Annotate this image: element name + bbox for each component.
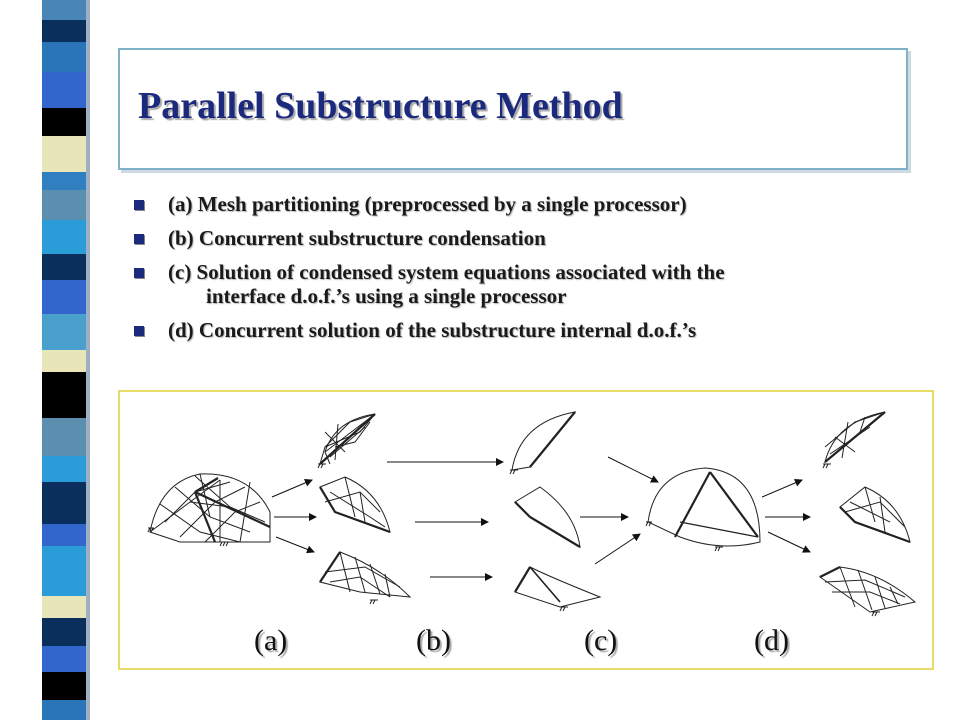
- bullet-item-c: (c) Solution of condensed system equatio…: [128, 260, 918, 308]
- submesh-top: [319, 413, 376, 465]
- substructure-diagram: [147, 411, 917, 617]
- bullet-item-d: (d) Concurrent solution of the substruct…: [128, 318, 918, 342]
- bullet-item-a: (a) Mesh partitioning (preprocessed by a…: [128, 192, 918, 216]
- bullet-item-b: (b) Concurrent substructure condensation: [128, 226, 918, 250]
- interface-system: [647, 467, 761, 547]
- condensed-bottom: [514, 566, 602, 608]
- diagram-box: (a) (b) (c) (d): [118, 390, 934, 670]
- bullet-square-icon: [134, 200, 144, 210]
- bullet-square-icon: [134, 234, 144, 244]
- solved-middle: [839, 486, 911, 544]
- bullet-text-continuation: interface d.o.f.’s using a single proces…: [206, 284, 567, 308]
- submesh-middle: [319, 476, 391, 534]
- condensed-top: [511, 411, 577, 471]
- arrows-c-to-d: [761, 479, 811, 553]
- solved-bottom: [819, 566, 917, 613]
- title-box: Parallel Substructure Method: [118, 48, 908, 170]
- bullet-text: (d) Concurrent solution of the substruct…: [168, 318, 697, 342]
- page-title: Parallel Substructure Method: [138, 85, 623, 127]
- condensed-middle: [514, 486, 581, 548]
- bullet-text: (a) Mesh partitioning (preprocessed by a…: [168, 192, 687, 216]
- support-marks: [147, 463, 880, 617]
- bullet-list: (a) Mesh partitioning (preprocessed by a…: [128, 192, 918, 352]
- bullet-text: (b) Concurrent substructure condensation: [168, 226, 546, 250]
- full-mesh: [149, 473, 271, 543]
- arrows-a-to-b: [271, 479, 317, 554]
- bullet-square-icon: [134, 326, 144, 336]
- solved-top: [824, 411, 886, 464]
- bullet-text: (c) Solution of condensed system equatio…: [168, 260, 725, 284]
- decorative-stripe: [0, 0, 110, 720]
- arrows-b-to-c: [387, 456, 659, 581]
- label-d: (d): [754, 624, 789, 657]
- label-a: (a): [254, 624, 288, 657]
- submesh-bottom: [319, 551, 412, 598]
- label-b: (b): [416, 624, 451, 657]
- bullet-square-icon: [134, 268, 144, 278]
- label-c: (c): [584, 624, 618, 657]
